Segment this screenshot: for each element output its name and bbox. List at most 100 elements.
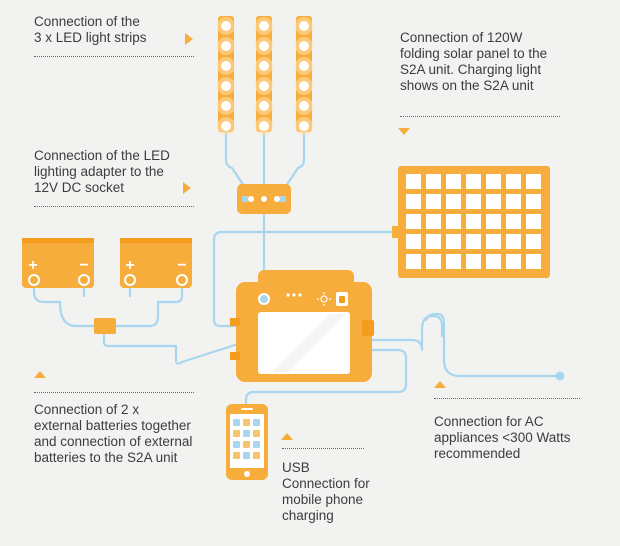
cable-solar-to-unit	[212, 230, 400, 328]
led-strip-3	[295, 16, 313, 135]
arrow-solar	[398, 128, 410, 135]
battery-1-plus-terminal	[28, 274, 40, 286]
solar-cell	[486, 194, 501, 209]
cable-battery-link	[58, 300, 160, 328]
cable-ac-long	[424, 312, 562, 378]
adapter-port-1	[248, 196, 254, 202]
solar-cell	[446, 194, 461, 209]
adapter-plug-1	[242, 196, 248, 202]
solar-cell	[526, 254, 541, 269]
solar-cell	[446, 254, 461, 269]
phone-app-icon	[253, 452, 260, 459]
arrow-led-adapter	[183, 182, 191, 194]
cable-batteries-to-unit	[102, 324, 240, 365]
led-bulb	[299, 101, 309, 111]
phone-app-icon	[233, 441, 240, 448]
led-bulb	[221, 41, 231, 51]
led-bulb	[259, 81, 269, 91]
unit-screen-glare	[272, 314, 346, 372]
led-bulb	[259, 21, 269, 31]
cable-battery-2-minus	[156, 280, 184, 304]
phone-app-icon	[253, 441, 260, 448]
battery-1-minus-terminal	[78, 274, 90, 286]
solar-cell	[426, 254, 441, 269]
divider-ac	[434, 398, 580, 399]
led-strip-2	[255, 16, 273, 135]
triangle-pointer-icon	[34, 33, 446, 440]
cable-ac	[370, 314, 444, 352]
solar-cell	[466, 254, 481, 269]
adapter-plug-3	[280, 196, 286, 202]
led-bulb	[221, 21, 231, 31]
unit-indicator-2	[292, 293, 296, 297]
solar-cells	[406, 174, 541, 269]
solar-cell	[506, 174, 521, 189]
unit-switch-inner	[339, 296, 345, 303]
solar-cell	[526, 234, 541, 249]
led-bulb	[299, 121, 309, 131]
led-bulb	[259, 61, 269, 71]
battery-2-minus-label: −	[177, 257, 186, 274]
solar-cell	[406, 214, 421, 229]
solar-cell	[406, 174, 421, 189]
unit-charging-port	[258, 293, 270, 305]
solar-cell	[526, 214, 541, 229]
solar-cell	[466, 174, 481, 189]
led-bulb	[221, 101, 231, 111]
cable-phone-to-unit	[244, 348, 408, 412]
solar-cell	[446, 234, 461, 249]
led-bulb	[221, 81, 231, 91]
cable-led-strip-3	[284, 128, 306, 188]
battery-icon: + − + −	[22, 238, 192, 334]
led-bulb	[299, 41, 309, 51]
ac-plug-icon	[555, 371, 565, 381]
cables	[32, 128, 562, 412]
phone-app-icon	[233, 452, 240, 459]
led-bulb	[221, 61, 231, 71]
phone-app-icon	[243, 430, 250, 437]
phone-app-icon	[243, 441, 250, 448]
solar-cell	[466, 194, 481, 209]
unit-side-right-tab	[362, 320, 374, 336]
phone-app-icon	[253, 430, 260, 437]
solar-cell	[426, 214, 441, 229]
unit-side-left-tab-1	[230, 318, 240, 326]
solar-cell	[406, 194, 421, 209]
led-bulb	[259, 101, 269, 111]
battery-1-body	[22, 238, 94, 288]
solar-cell	[526, 194, 541, 209]
solar-panel-icon	[392, 166, 550, 278]
arrow-batteries	[34, 371, 46, 378]
battery-2: + −	[120, 238, 192, 288]
battery-2-body	[120, 238, 192, 288]
cable-led-strip-1	[224, 128, 246, 188]
phone-home-button	[244, 471, 250, 477]
divider-batteries	[34, 392, 194, 393]
battery-2-plus-terminal	[124, 274, 136, 286]
label-usb: USB Connection for mobile phone charging	[282, 460, 370, 523]
label-led-strips: Connection of the 3 x LED light strips	[34, 14, 147, 45]
led-bulb	[299, 61, 309, 71]
cable-battery-1-plus	[32, 280, 62, 304]
solar-cell	[466, 214, 481, 229]
divider-solar	[400, 116, 560, 117]
s2a-unit-icon	[230, 270, 374, 382]
battery-1-plus-label: +	[28, 257, 37, 274]
battery-junction	[94, 318, 116, 334]
solar-cell	[426, 234, 441, 249]
mobile-phone-icon	[226, 404, 268, 480]
solar-connector	[392, 226, 400, 238]
phone-app-icon	[233, 430, 240, 437]
solar-cell	[426, 174, 441, 189]
led-bulb	[259, 121, 269, 131]
battery-1: + −	[22, 238, 94, 288]
solar-cell	[486, 214, 501, 229]
solar-cell	[486, 234, 501, 249]
arrow-ac	[434, 381, 446, 388]
led-strip-1	[217, 16, 235, 135]
divider-usb	[282, 448, 364, 449]
led-bulb	[221, 121, 231, 131]
divider-led-adapter	[34, 206, 194, 207]
label-solar-panel: Connection of 120W folding solar panel t…	[400, 30, 548, 93]
